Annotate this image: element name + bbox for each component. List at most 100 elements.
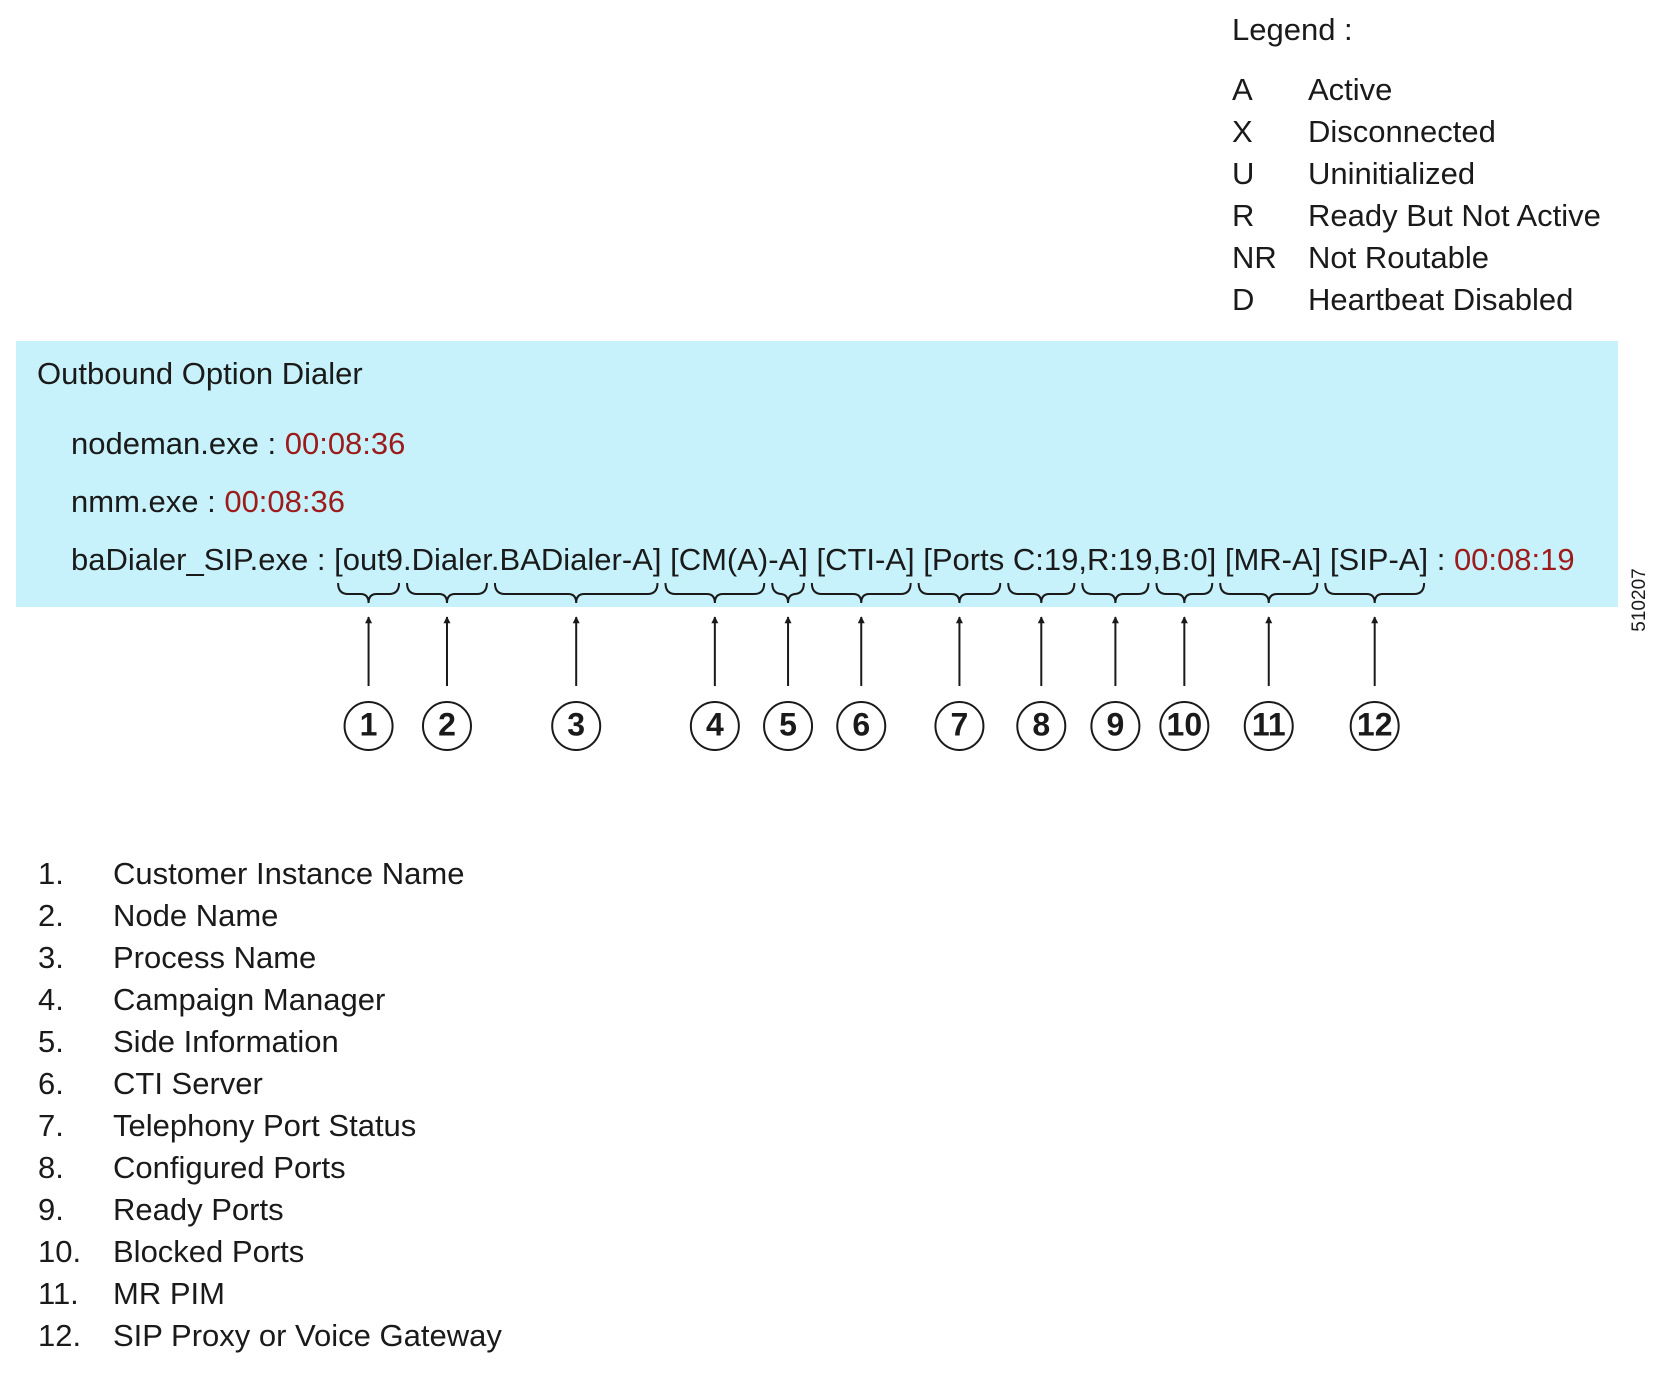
- callout-number: 8: [1032, 706, 1050, 742]
- list-label: MR PIM: [113, 1276, 225, 1311]
- dialer-segment-port-status: [Ports: [914, 542, 1005, 577]
- dialer-segment-sip: [SIP-A]: [1321, 542, 1429, 577]
- list-label: Customer Instance Name: [113, 856, 465, 891]
- dialer-segment-customer-instance: [out9: [334, 542, 404, 577]
- process-uptime: 00:08:36: [284, 426, 406, 461]
- legend-label: Active: [1308, 72, 1393, 107]
- legend-title: Legend :: [1232, 12, 1353, 47]
- legend-label: Disconnected: [1308, 114, 1496, 149]
- callout-circle: [1016, 701, 1067, 751]
- list-number: 11.: [38, 1276, 79, 1311]
- legend-label: Uninitialized: [1308, 156, 1476, 191]
- callout-circle: [421, 701, 472, 751]
- list-label: Blocked Ports: [113, 1234, 305, 1269]
- callout-number: 5: [779, 706, 797, 742]
- callout-number: 3: [567, 706, 585, 742]
- callout-number: 6: [852, 706, 870, 742]
- list-number: 10.: [38, 1234, 82, 1269]
- list-label: CTI Server: [113, 1066, 263, 1101]
- segment-brace: [1219, 582, 1319, 604]
- dialer-panel: Outbound Option Dialer nodeman.exe : 00:…: [16, 341, 1618, 607]
- list-number: 9.: [38, 1192, 64, 1227]
- segment-brace: [493, 582, 659, 604]
- process-separator: :: [258, 426, 285, 461]
- dialer-segment-mr-pim: [MR-A]: [1216, 542, 1322, 577]
- list-number: 4.: [38, 982, 64, 1017]
- list-label: Telephony Port Status: [113, 1108, 417, 1143]
- process-separator: :: [1428, 542, 1454, 577]
- segment-brace: [1007, 582, 1076, 604]
- callout-circle: [343, 701, 394, 751]
- dialer-segment-blocked-ports: ,B:0]: [1152, 542, 1217, 577]
- list-number: 1.: [38, 856, 64, 891]
- process-separator: :: [198, 484, 225, 519]
- list-label: Node Name: [113, 898, 279, 933]
- process-uptime: 00:08:36: [224, 484, 345, 519]
- legend-code: X: [1232, 114, 1253, 149]
- list-number: 6.: [38, 1066, 64, 1101]
- dialer-segment-cti-server: [CTI-A]: [807, 542, 915, 577]
- callout-circle: [1243, 701, 1294, 751]
- callout-circle: [551, 701, 602, 751]
- process-name: baDialer_SIP.exe :: [71, 542, 335, 577]
- callout-number: 1: [360, 706, 378, 742]
- process-line-nodeman: nodeman.exe : 00:08:36: [71, 426, 405, 462]
- segment-brace: [1155, 582, 1214, 604]
- segment-brace: [406, 582, 488, 604]
- list-label: SIP Proxy or Voice Gateway: [113, 1318, 502, 1353]
- callout-circle: [689, 701, 740, 751]
- panel-title: Outbound Option Dialer: [37, 356, 363, 391]
- segment-brace: [917, 582, 1002, 604]
- callout-number: 12: [1357, 706, 1393, 742]
- segment-brace: [337, 582, 401, 604]
- list-label: Campaign Manager: [113, 982, 386, 1017]
- list-label: Process Name: [113, 940, 317, 975]
- process-line-nmm: nmm.exe : 00:08:36: [71, 484, 345, 520]
- callout-circle: [1349, 701, 1400, 751]
- legend-code: A: [1232, 72, 1253, 107]
- list-number: 12.: [38, 1318, 82, 1353]
- dialer-segment-node: .Dialer: [403, 542, 491, 577]
- list-label: Configured Ports: [113, 1150, 346, 1185]
- callout-number: 11: [1252, 706, 1286, 742]
- dialer-segment-ready-ports: ,R:19: [1078, 542, 1153, 577]
- list-number: 7.: [38, 1108, 64, 1143]
- callout-number: 9: [1107, 706, 1125, 742]
- process-name: nodeman.exe: [71, 426, 259, 461]
- list-number: 2.: [38, 898, 64, 933]
- legend-code: NR: [1232, 240, 1277, 275]
- legend-label: Heartbeat Disabled: [1308, 282, 1574, 317]
- process-line-dialer: baDialer_SIP.exe : [out9.Dialer.BADialer…: [71, 542, 1575, 578]
- callout-number: 7: [951, 706, 969, 742]
- dialer-segment-side: -A]: [768, 542, 808, 577]
- dialer-segment-campaign-manager: [CM(A): [661, 542, 769, 577]
- callout-number: 10: [1167, 706, 1203, 742]
- legend-label: Not Routable: [1308, 240, 1489, 275]
- dialer-segment-process: .BADialer-A]: [490, 542, 662, 577]
- segment-brace: [771, 582, 805, 604]
- list-label: Ready Ports: [113, 1192, 284, 1227]
- list-number: 8.: [38, 1150, 64, 1185]
- list-label: Side Information: [113, 1024, 339, 1059]
- segment-brace: [664, 582, 766, 604]
- process-uptime: 00:08:19: [1453, 542, 1575, 577]
- list-number: 5.: [38, 1024, 64, 1059]
- callout-circle: [836, 701, 887, 751]
- legend-code: U: [1232, 156, 1255, 191]
- callout-number: 4: [706, 706, 724, 742]
- callout-circle: [1159, 701, 1210, 751]
- callout-circle: [934, 701, 985, 751]
- segment-brace: [810, 582, 912, 604]
- list-number: 3.: [38, 940, 64, 975]
- callout-circle: [1090, 701, 1141, 751]
- callout-circle: [763, 701, 814, 751]
- legend-code: R: [1232, 198, 1255, 233]
- dialer-segment-configured-ports: C:19: [1004, 542, 1079, 577]
- legend-code: D: [1232, 282, 1255, 317]
- callout-number: 2: [438, 706, 456, 742]
- process-name: nmm.exe: [71, 484, 199, 519]
- segment-brace: [1324, 582, 1426, 604]
- legend-label: Ready But Not Active: [1308, 198, 1601, 233]
- segment-brace: [1081, 582, 1150, 604]
